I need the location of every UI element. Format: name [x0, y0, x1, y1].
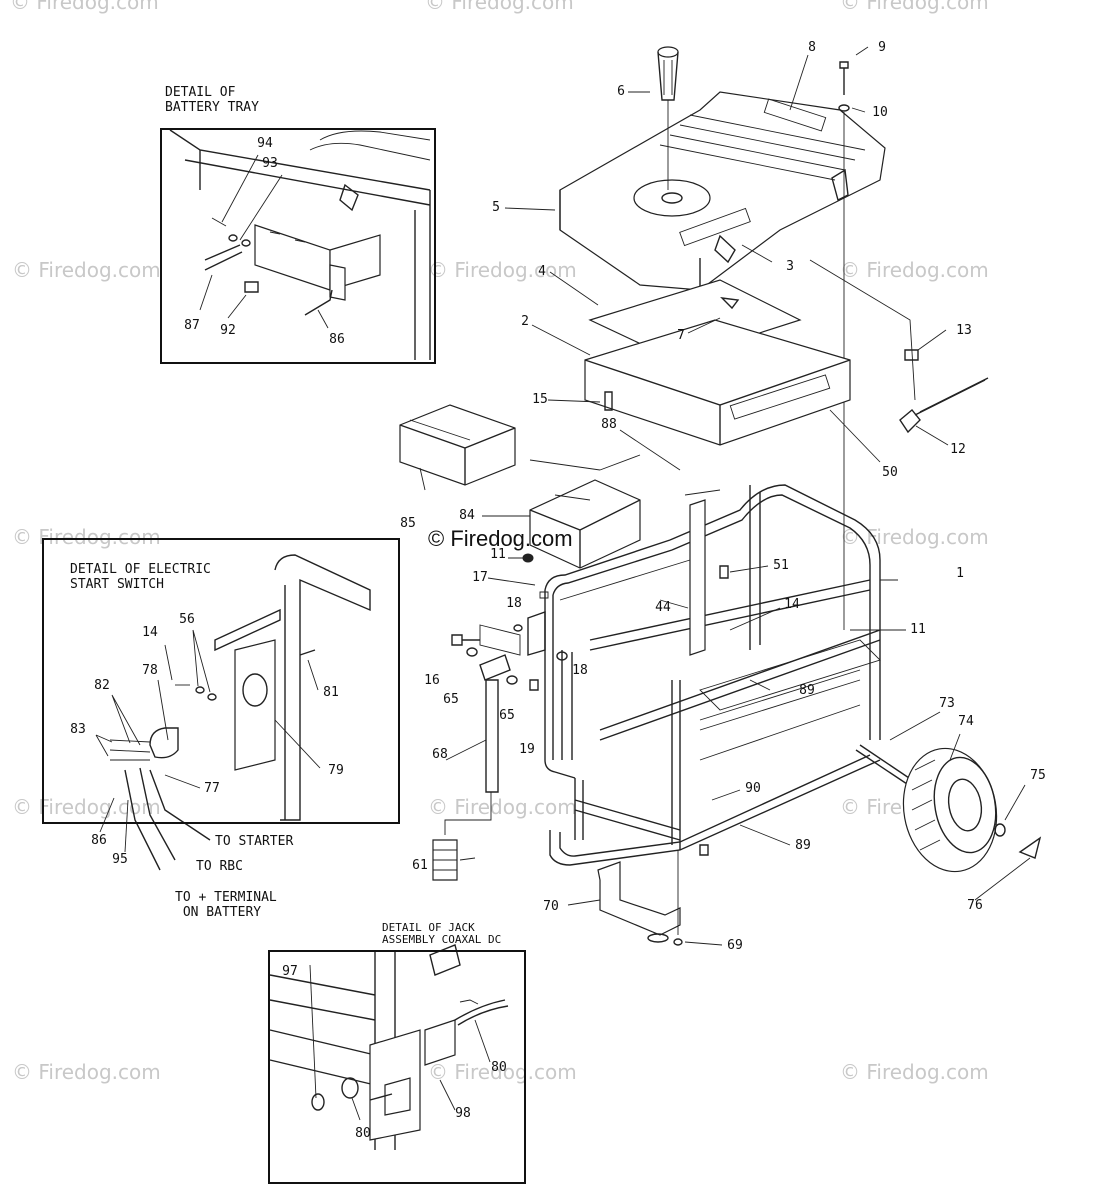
part-number: 16	[424, 673, 440, 688]
part-number: 56	[179, 612, 195, 627]
part-number: 86	[91, 833, 107, 848]
part-number: 89	[799, 683, 815, 698]
part-number: 83	[70, 722, 86, 737]
watermark: © Firedog.com	[12, 525, 161, 549]
part-number: 11	[490, 547, 506, 562]
part-number: 93	[262, 156, 278, 171]
part-number: 75	[1030, 768, 1046, 783]
electric-start-detail-box	[42, 538, 400, 824]
part-number: 78	[142, 663, 158, 678]
part-number: 44	[655, 600, 671, 615]
part-number: 89	[795, 838, 811, 853]
part-number: 79	[328, 763, 344, 778]
jack-assembly-detail-box	[268, 950, 526, 1184]
part-number: 50	[882, 465, 898, 480]
part-number: 7	[677, 328, 685, 343]
battery-tray-drawing	[529, 454, 641, 569]
part-number: 94	[257, 136, 273, 151]
electric-start-detail-drawing	[95, 554, 371, 871]
watermark: © Firedog.com	[428, 1060, 577, 1084]
watermark: © Firedog.com	[12, 1060, 161, 1084]
firedog-brand-mark: © Firedog.com	[428, 526, 573, 551]
part-number: 65	[443, 692, 459, 707]
part-number: 9	[878, 40, 886, 55]
watermark: © Firedog.com	[840, 1060, 989, 1084]
part-number: 18	[572, 663, 588, 678]
part-number: 86	[329, 332, 345, 347]
jack-assembly-detail-drawing	[269, 944, 509, 1150]
part-number: 3	[786, 259, 794, 274]
part-number: 73	[939, 696, 955, 711]
part-number: 61	[412, 858, 428, 873]
fuel-cap-drawing	[657, 46, 679, 190]
part-number: 8	[808, 40, 816, 55]
part-number: 92	[220, 323, 236, 338]
part-number: 15	[532, 392, 548, 407]
part-number: 18	[506, 596, 522, 611]
part-number: 69	[727, 938, 743, 953]
wheel-drawing	[855, 744, 1042, 873]
part-number: 68	[432, 747, 448, 762]
part-number: 87	[184, 318, 200, 333]
battery-drawing	[399, 404, 516, 486]
electric-start-caption: DETAIL OF ELECTRIC START SWITCH	[70, 562, 211, 592]
part-number: 95	[112, 852, 128, 867]
frame-drawing	[544, 484, 881, 866]
part-number: 70	[543, 899, 559, 914]
part-number: 10	[872, 105, 888, 120]
battery-tray-caption: DETAIL OF BATTERY TRAY	[165, 85, 259, 115]
handle-drawing	[432, 654, 511, 881]
part-number: 17	[472, 570, 488, 585]
part-number: 14	[784, 597, 800, 612]
handle-hardware-drawing	[451, 553, 691, 691]
part-number: 51	[773, 558, 789, 573]
part-number: 88	[601, 417, 617, 432]
part-number: 19	[519, 742, 535, 757]
watermark: © Firedog.com	[840, 258, 989, 282]
battery-tray-detail-box	[160, 128, 436, 364]
part-number: 74	[958, 714, 974, 729]
part-number: 6	[617, 84, 625, 99]
watermark: © Firedog.com	[12, 795, 161, 819]
part-number: 11	[910, 622, 926, 637]
watermark: © Firedog.com	[10, 0, 159, 14]
part-number: 80	[355, 1126, 371, 1141]
watermark: © Firedog.com	[12, 258, 161, 282]
part-number: 1	[956, 566, 964, 581]
part-number: 5	[492, 200, 500, 215]
part-number: 82	[94, 678, 110, 693]
foot-drawing	[597, 844, 709, 946]
fuel-line-drawing	[809, 259, 989, 434]
watermark: © Firedog.com	[840, 0, 989, 14]
part-number: 12	[950, 442, 966, 457]
part-number: 4	[538, 264, 546, 279]
watermark: © Firedog.com	[428, 795, 577, 819]
tank-tray-drawing	[584, 319, 851, 446]
battery-tray-detail-drawing	[169, 129, 431, 360]
watermark: © Firedog.com	[428, 258, 577, 282]
part-number: 13	[956, 323, 972, 338]
part-number: 97	[282, 964, 298, 979]
to-terminal-label: TO + TERMINAL ON BATTERY	[175, 890, 277, 920]
part-number: 76	[967, 898, 983, 913]
part-number: 81	[323, 685, 339, 700]
bracket-44-drawing	[684, 489, 729, 656]
part-number: 98	[455, 1106, 471, 1121]
part-number: 90	[745, 781, 761, 796]
part-number: 14	[142, 625, 158, 640]
watermark: © Firedog.com	[425, 0, 574, 14]
leader-lines	[419, 46, 1031, 946]
to-rbc-label: TO RBC	[196, 859, 243, 874]
part-number: 80	[491, 1060, 507, 1075]
fuel-tank-drawing	[559, 91, 886, 291]
part-number: 77	[204, 781, 220, 796]
part-number: 2	[521, 314, 529, 329]
part-number: 65	[499, 708, 515, 723]
to-starter-label: TO STARTER	[215, 834, 294, 849]
jack-assembly-caption: DETAIL OF JACK ASSEMBLY COAXAL DC	[382, 921, 502, 946]
part-number: 85	[400, 516, 416, 531]
part-number: 84	[459, 508, 475, 523]
